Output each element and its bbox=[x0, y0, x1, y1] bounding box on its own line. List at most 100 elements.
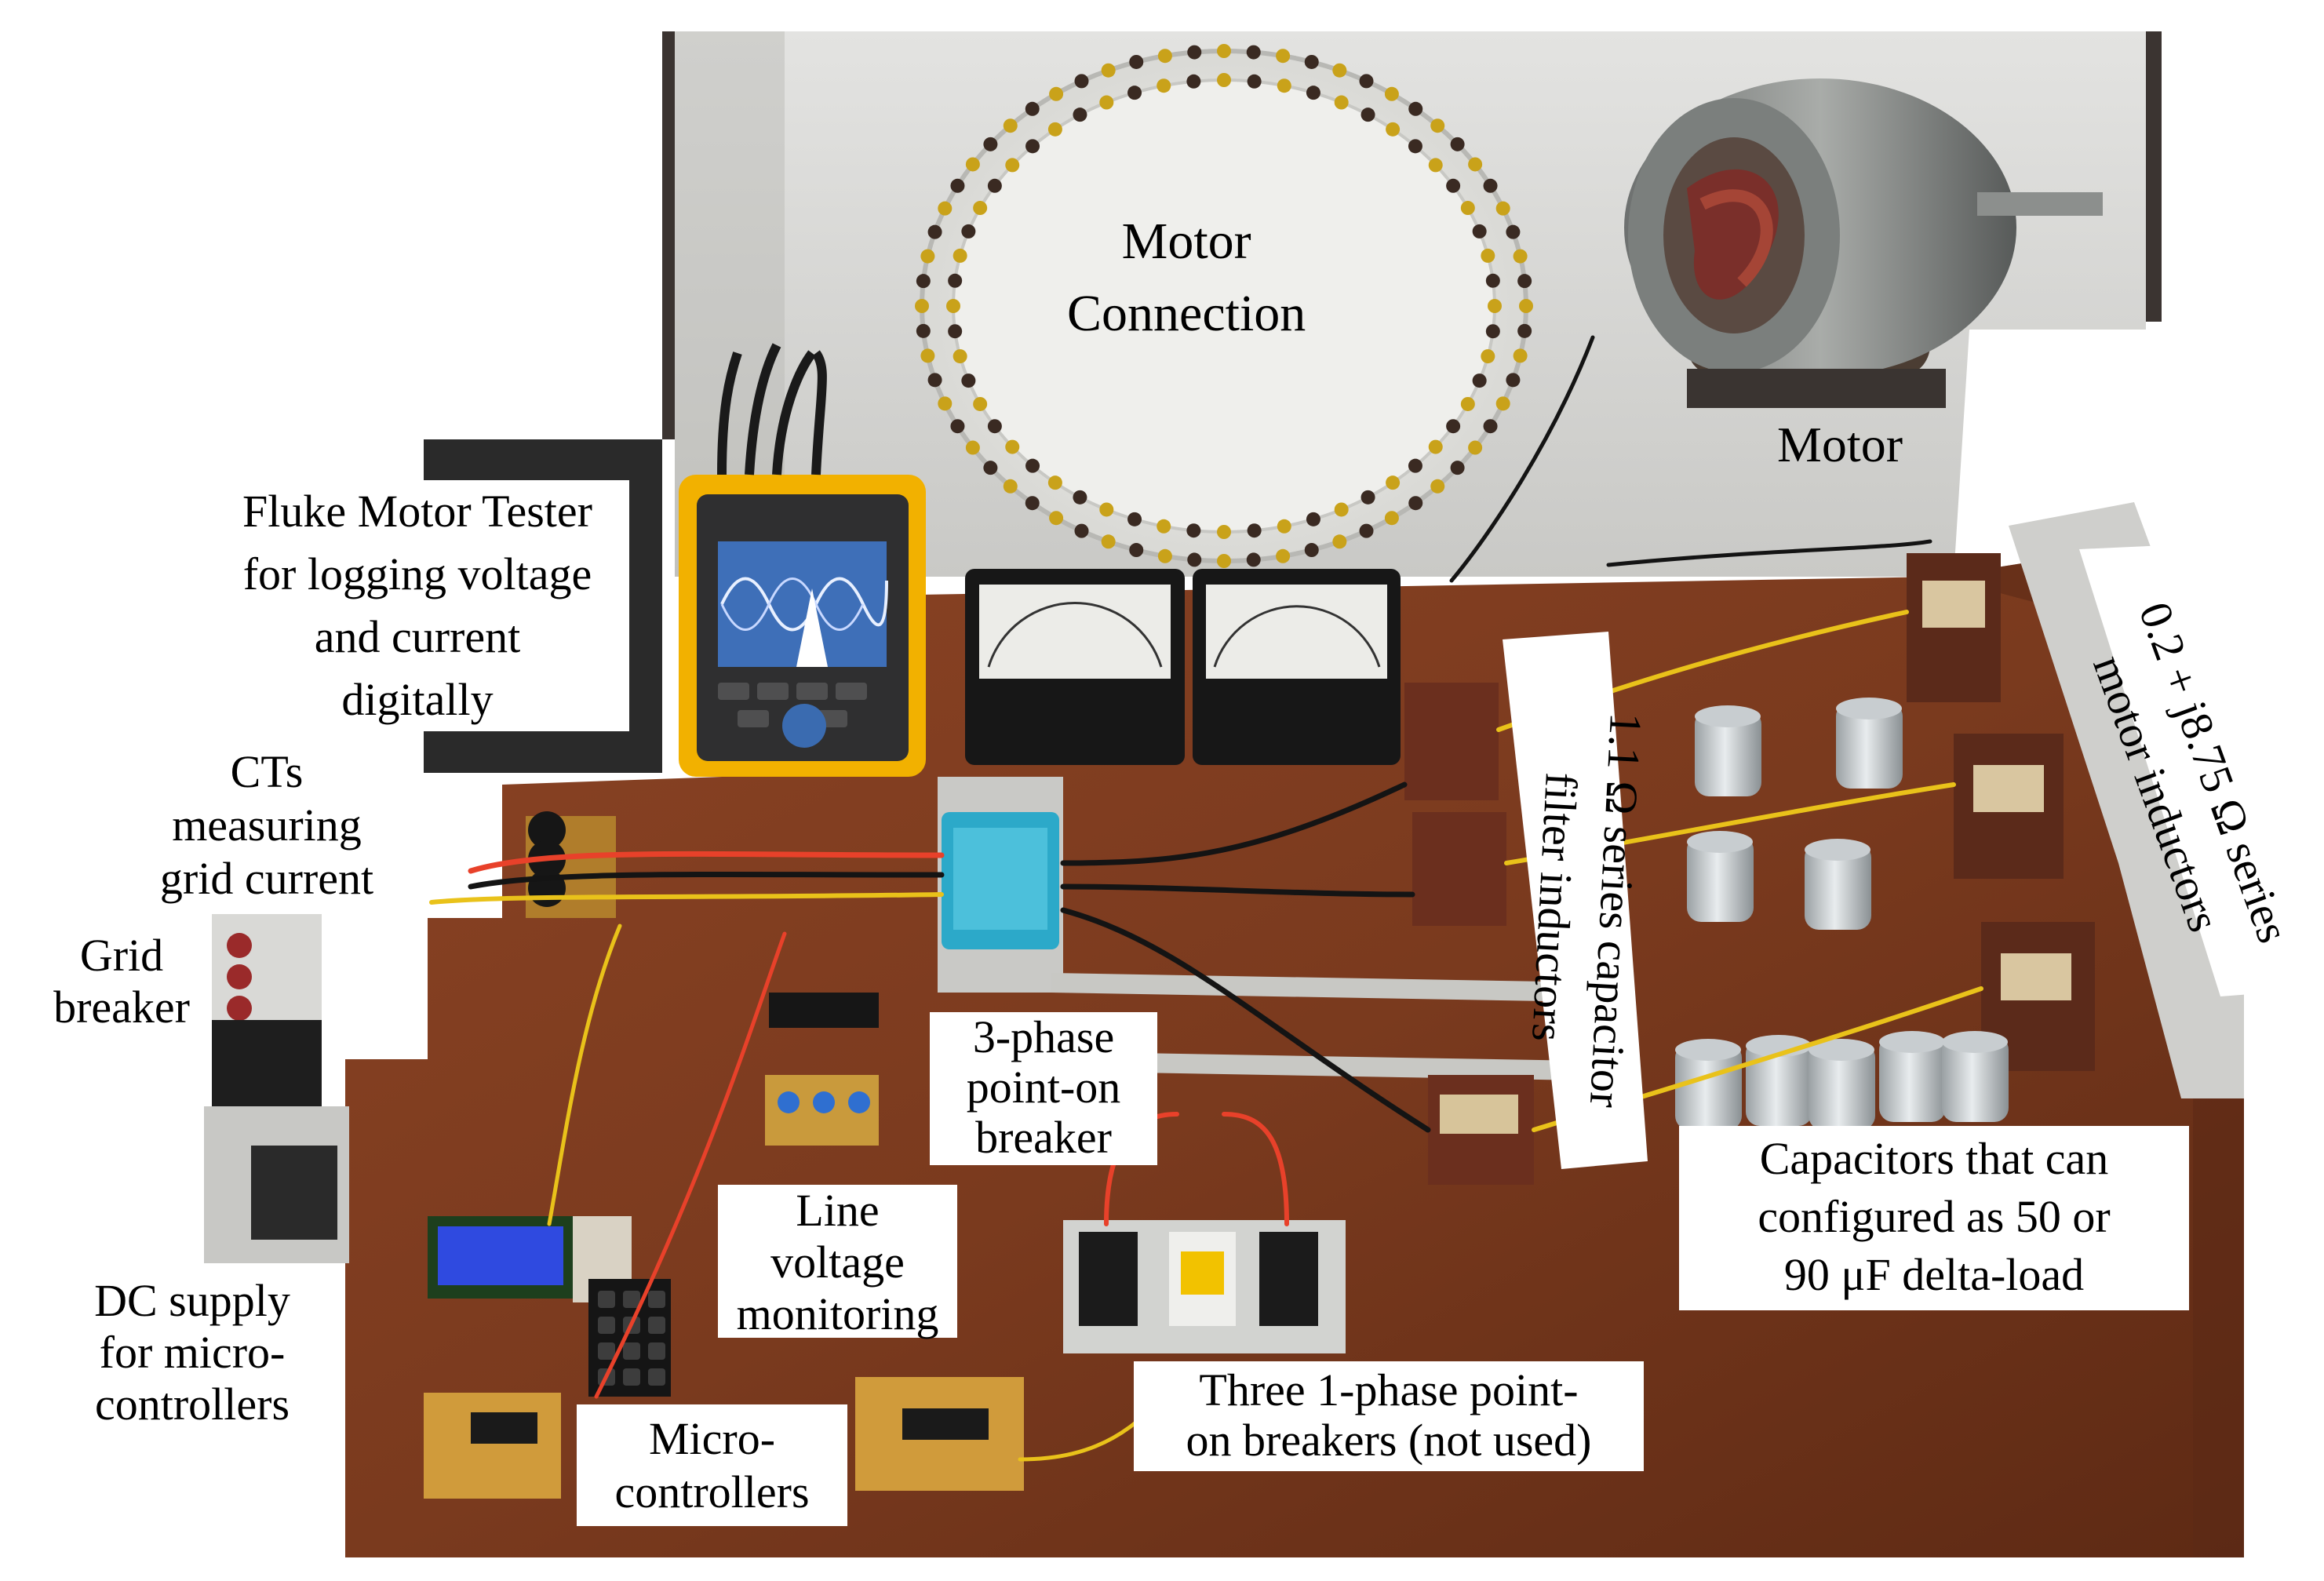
line-voltage-label-line-2: voltage bbox=[770, 1237, 905, 1288]
terminal-post bbox=[1408, 496, 1423, 511]
terminal-post bbox=[1506, 373, 1521, 388]
line-voltage-label: Line voltage monitoring bbox=[718, 1185, 957, 1340]
terminal-post bbox=[953, 349, 967, 364]
terminal-post bbox=[1361, 490, 1375, 505]
dc-supply-label-line-1: DC supply bbox=[94, 1275, 290, 1326]
terminal-post bbox=[987, 178, 1002, 193]
terminal-post bbox=[1446, 178, 1461, 193]
terminal-post bbox=[1047, 475, 1062, 490]
dc-supply-label-line-3: controllers bbox=[94, 1379, 290, 1430]
terminal-post bbox=[953, 248, 967, 263]
capacitor bbox=[1675, 1039, 1742, 1130]
keypad-key bbox=[648, 1317, 665, 1334]
terminal-post bbox=[1127, 86, 1142, 100]
terminal-post bbox=[1217, 554, 1231, 568]
terminal-post bbox=[915, 299, 929, 313]
capacitors-label-line-3: 90 μF delta-load bbox=[1783, 1249, 2085, 1300]
grid-breaker-label-line-1: Grid bbox=[79, 930, 164, 981]
terminal-post bbox=[1074, 523, 1089, 538]
fluke-motor-tester-device bbox=[679, 475, 926, 777]
terminal-post bbox=[1359, 523, 1374, 538]
terminal-post bbox=[1513, 348, 1528, 363]
terminal-post bbox=[1276, 548, 1291, 563]
motor-inductors bbox=[1907, 553, 2095, 1071]
terminal-post bbox=[1408, 139, 1422, 154]
terminal-post bbox=[1384, 86, 1399, 101]
terminal-post bbox=[1047, 122, 1062, 137]
motor-connection-label: Motor Connection bbox=[1067, 206, 1306, 350]
fluke-label-line-1: Fluke Motor Tester bbox=[242, 486, 592, 537]
capacitor bbox=[1695, 705, 1761, 796]
terminal-post bbox=[1246, 45, 1261, 60]
terminal-post bbox=[1468, 157, 1483, 172]
din-rail-2 bbox=[1043, 1051, 1561, 1080]
capacitors-label-line-1: Capacitors that can bbox=[1759, 1133, 2109, 1184]
terminal-post bbox=[961, 224, 976, 239]
single-phase-breakers-label-line-2: on breakers (not used) bbox=[1186, 1415, 1592, 1466]
microcontrollers-label-line-2: controllers bbox=[614, 1466, 810, 1517]
terminal-post bbox=[927, 373, 942, 388]
cts-label-line-2: measuring bbox=[172, 800, 362, 851]
terminal-post bbox=[1246, 552, 1261, 567]
single-phase-breakers-label-line-1: Three 1-phase point- bbox=[1199, 1364, 1579, 1415]
three-phase-breaker-label-line-2: point-on bbox=[966, 1062, 1121, 1113]
motor-connection-label-line-2: Connection bbox=[1067, 285, 1306, 342]
terminal-post bbox=[1428, 158, 1443, 173]
terminal-post bbox=[1408, 101, 1423, 116]
motor-connection-terminal-ring bbox=[915, 44, 1533, 568]
terminal-post bbox=[1428, 439, 1443, 454]
terminal-post bbox=[987, 419, 1002, 434]
analog-ammeter-2 bbox=[1193, 569, 1401, 765]
terminal-post bbox=[1277, 78, 1291, 93]
capacitor-bank bbox=[1675, 698, 2009, 1130]
microcontroller-board-1 bbox=[424, 1393, 561, 1499]
terminal-post bbox=[1495, 201, 1510, 216]
terminal-post bbox=[1430, 118, 1445, 133]
motor-board-frame bbox=[675, 31, 785, 577]
terminal-post bbox=[1187, 45, 1202, 60]
terminal-post bbox=[1519, 299, 1533, 313]
terminal-post bbox=[1074, 74, 1089, 89]
terminal-post bbox=[1129, 543, 1144, 558]
terminal-post bbox=[983, 461, 998, 475]
microcontrollers-label-line-1: Micro- bbox=[648, 1413, 776, 1464]
single-phase-breakers-label: Three 1-phase point- on breakers (not us… bbox=[1134, 1365, 1644, 1466]
terminal-post bbox=[1506, 224, 1521, 239]
fluke-label-line-4: digitally bbox=[341, 674, 494, 725]
terminal-post bbox=[1408, 458, 1422, 473]
capacitor bbox=[1809, 1039, 1875, 1130]
induction-motor bbox=[1624, 78, 2103, 408]
microcontrollers-label: Micro- controllers bbox=[577, 1412, 847, 1519]
terminal-post bbox=[1384, 511, 1399, 526]
terminal-post bbox=[1334, 95, 1349, 110]
terminal-post bbox=[1049, 86, 1064, 101]
wiring bbox=[429, 335, 1983, 1462]
terminal-post bbox=[1101, 534, 1116, 549]
terminal-post bbox=[1386, 475, 1401, 490]
terminal-post bbox=[950, 178, 965, 193]
terminal-post bbox=[1488, 299, 1502, 313]
terminal-post bbox=[1025, 101, 1040, 116]
terminal-post bbox=[948, 324, 963, 339]
terminal-post bbox=[1073, 107, 1087, 122]
terminal-post bbox=[1460, 201, 1475, 216]
capacitors-label-line-2: configured as 50 or bbox=[1758, 1191, 2111, 1242]
terminal-post bbox=[973, 201, 988, 216]
motor-label: Motor bbox=[1777, 413, 1903, 476]
terminal-post bbox=[1495, 396, 1510, 411]
terminal-post bbox=[1049, 511, 1064, 526]
terminal-post bbox=[1332, 534, 1347, 549]
label-backgrounds bbox=[577, 545, 2322, 1526]
terminal-post bbox=[1005, 158, 1020, 173]
terminal-post bbox=[1277, 519, 1291, 534]
terminal-post bbox=[1460, 396, 1475, 411]
grid-breaker-device bbox=[212, 914, 322, 1106]
terminal-post bbox=[1481, 349, 1495, 364]
terminal-post bbox=[1157, 519, 1171, 534]
terminal-post bbox=[1513, 249, 1528, 264]
keypad-key bbox=[598, 1342, 615, 1360]
terminal-post bbox=[1187, 552, 1202, 567]
terminal-post bbox=[1517, 274, 1532, 289]
terminal-post bbox=[961, 373, 976, 388]
